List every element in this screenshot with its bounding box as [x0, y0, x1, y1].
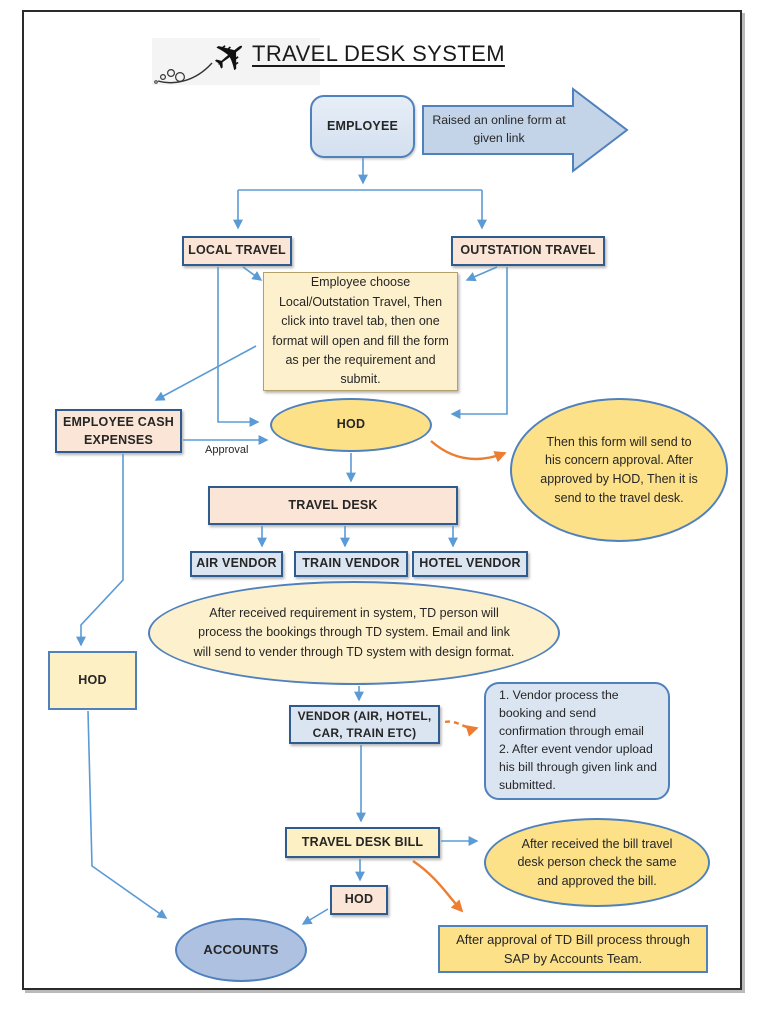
vendor-process-note: 1. Vendor process the booking and send c… — [484, 682, 670, 800]
sap-process-note: After approval of TD Bill process throug… — [438, 925, 708, 973]
hod-ellipse: HOD — [270, 398, 432, 452]
approval-label: Approval — [205, 444, 249, 456]
td-process-note: After received requirement in system, TD… — [148, 581, 560, 685]
hotel-vendor-node: HOTEL VENDOR — [412, 551, 528, 577]
local-travel-node: LOCAL TRAVEL — [182, 236, 292, 266]
banner-arrow-label: Raised an online form at given link — [432, 113, 566, 145]
page-title: TRAVEL DESK SYSTEM — [252, 41, 505, 66]
employee-cash-expenses-node: EMPLOYEE CASH EXPENSES — [55, 409, 182, 453]
airplane-icon: ✈ — [152, 36, 320, 86]
outstation-travel-node: OUTSTATION TRAVEL — [451, 236, 605, 266]
hod-left-node: HOD — [48, 651, 137, 710]
vendor-node: VENDOR (AIR, HOTEL, CAR, TRAIN ETC) — [289, 705, 440, 744]
employee-node: EMPLOYEE — [310, 95, 415, 158]
travel-desk-bill-node: TRAVEL DESK BILL — [285, 827, 440, 858]
hod-approval-note: Then this form will send to his concern … — [510, 398, 728, 542]
bill-check-note: After received the bill travel desk pers… — [484, 818, 710, 907]
choose-travel-note: Employee choose Local/Outstation Travel,… — [263, 272, 458, 391]
air-vendor-node: AIR VENDOR — [190, 551, 283, 577]
train-vendor-node: TRAIN VENDOR — [294, 551, 408, 577]
travel-desk-node: TRAVEL DESK — [208, 486, 458, 525]
accounts-ellipse: ACCOUNTS — [175, 918, 307, 982]
hod-bottom-node: HOD — [330, 885, 388, 915]
